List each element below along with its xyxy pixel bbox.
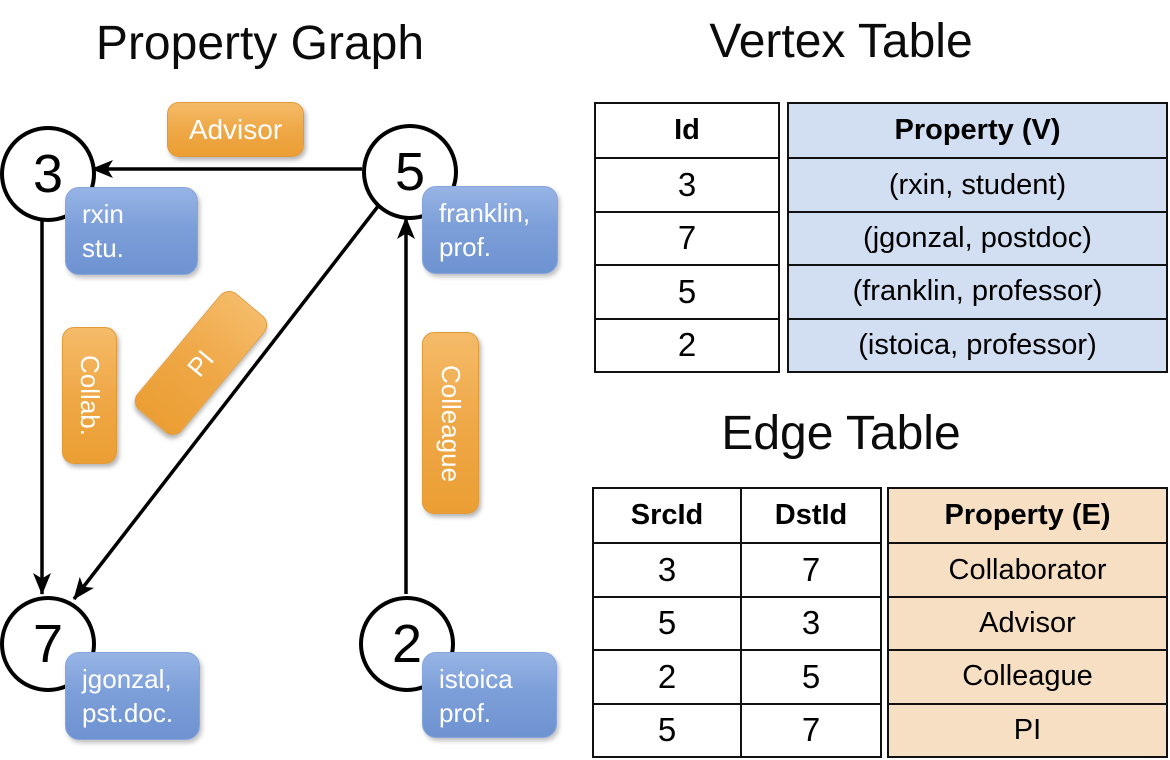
table-cell: (rxin, student) xyxy=(789,157,1166,210)
vertex-circle-2: 2 xyxy=(359,596,455,692)
table-cell: PI xyxy=(889,702,1166,756)
edge-5-7 xyxy=(72,203,381,601)
graph-title: Property Graph xyxy=(95,17,425,70)
table-cell: (istoica, professor) xyxy=(789,317,1166,371)
vertex-property-box-3: rxin stu. xyxy=(65,187,198,275)
edge-label-collab: Collab. xyxy=(62,327,117,464)
column-header-property-v: Property (V) xyxy=(894,114,1061,147)
edge-table-title: Edge Table xyxy=(721,407,961,460)
table-cell: (franklin, professor) xyxy=(789,264,1166,317)
table-cell: Advisor xyxy=(889,595,1166,649)
vertex-id: 3 xyxy=(32,144,64,204)
edge-table-id-columns: SrcId DstId 3 7 5 3 2 5 5 7 xyxy=(592,487,882,758)
vertex-property-box-5: franklin, prof. xyxy=(422,186,558,274)
vertex-property-box-2: istoica prof. xyxy=(422,652,557,738)
table-cell: (jgonzal, postdoc) xyxy=(789,210,1166,264)
vertex-table-id-column: Id 3 7 5 2 xyxy=(594,102,780,373)
vertex-table-title: Vertex Table xyxy=(709,15,973,68)
column-header-id: Id xyxy=(674,114,700,147)
vertex-property-line: prof. xyxy=(439,231,492,262)
table-cell: 3 xyxy=(742,595,880,649)
vertex-property-line: rxin xyxy=(82,199,124,229)
table-cell: 7 xyxy=(596,210,778,264)
edge-label-text: Collab. xyxy=(75,355,105,436)
table-cell: 5 xyxy=(596,264,778,317)
table-cell: 5 xyxy=(742,649,880,702)
table-cell: 7 xyxy=(742,542,880,595)
edge-label-advisor: Advisor xyxy=(167,102,304,157)
vertex-id: 7 xyxy=(32,614,64,674)
table-cell: 3 xyxy=(594,542,742,596)
vertex-property-line: franklin, xyxy=(439,198,531,228)
vertex-table-property-column: Property (V) (rxin, student) (jgonzal, p… xyxy=(787,102,1168,373)
edge-label-text: Advisor xyxy=(188,113,283,145)
column-header-property-e: Property (E) xyxy=(944,499,1111,532)
table-cell: 7 xyxy=(742,702,880,756)
table-cell: Colleague xyxy=(889,649,1166,702)
table-cell: 3 xyxy=(596,157,778,210)
edge-table-property-column: Property (E) Collaborator Advisor Collea… xyxy=(887,487,1168,758)
column-header-srcid: SrcId xyxy=(594,489,742,543)
table-cell: 5 xyxy=(594,595,742,650)
column-header-dstid: DstId xyxy=(774,499,848,532)
vertex-property-box-7: jgonzal, pst.doc. xyxy=(65,652,200,740)
graph-edge-arrows xyxy=(33,160,415,601)
vertex-id: 5 xyxy=(394,142,426,202)
vertex-property-line: istoica xyxy=(439,664,513,694)
edge-label-colleague: Colleague xyxy=(422,332,479,514)
edge-label-text: Colleague xyxy=(436,364,466,482)
vertex-property-line: prof. xyxy=(439,697,492,728)
vertex-property-line: jgonzal, xyxy=(82,664,172,694)
vertex-property-line: pst.doc. xyxy=(82,697,174,728)
vertex-property-line: stu. xyxy=(82,232,124,263)
vertex-id: 2 xyxy=(391,614,423,674)
edge-label-text: PI xyxy=(181,343,221,382)
table-cell: Collaborator xyxy=(889,542,1166,595)
table-cell: 2 xyxy=(594,649,742,703)
table-cell: 2 xyxy=(596,317,778,371)
table-cell: 5 xyxy=(594,702,742,756)
